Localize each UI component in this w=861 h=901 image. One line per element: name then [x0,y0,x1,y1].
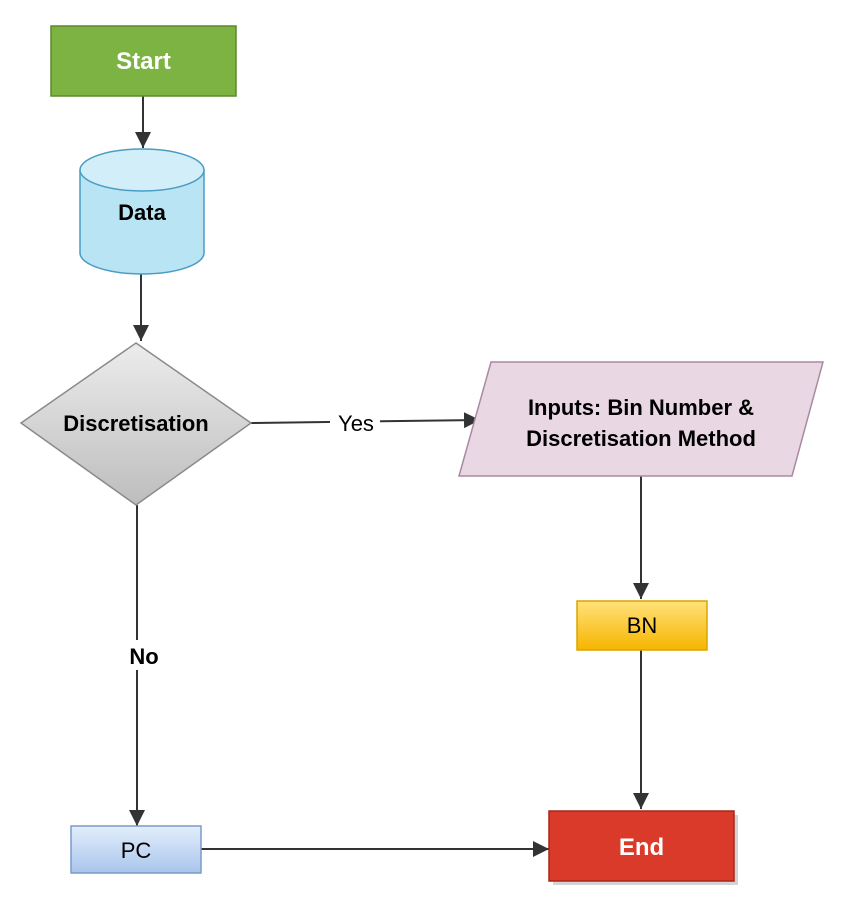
start-node: Start [50,25,237,97]
decision-node: Discretisation [19,342,253,506]
data-label: Data [118,200,166,225]
start-label: Start [116,48,171,75]
inputs-label-line2: Discretisation Method [526,426,756,451]
inputs-label-line1: Inputs: Bin Number & [528,395,754,420]
inputs-node: Inputs: Bin Number & Discretisation Meth… [458,361,824,477]
end-label: End [619,834,664,861]
yes-label: Yes [338,411,374,436]
bn-node: BN [576,600,708,651]
no-label: No [129,644,158,669]
edge-label-no: No [123,640,165,670]
decision-label: Discretisation [63,411,209,436]
bn-label: BN [627,613,658,638]
edge-label-yes: Yes [330,410,380,436]
pc-node: PC [70,825,202,874]
data-node: Data [79,148,205,275]
end-node: End [548,810,738,885]
pc-label: PC [121,838,152,863]
